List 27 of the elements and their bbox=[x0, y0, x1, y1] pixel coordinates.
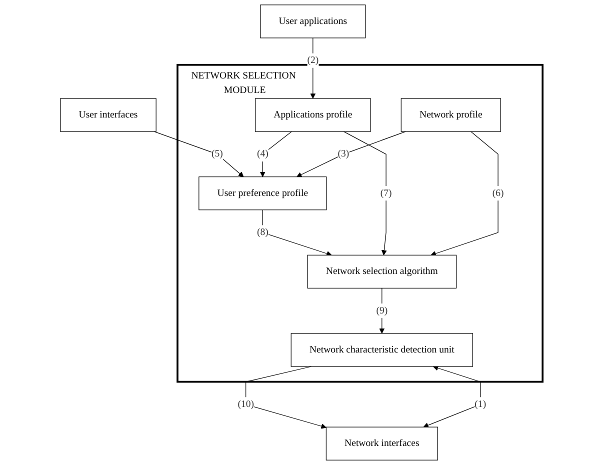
node-box: Network selection algorithm bbox=[307, 254, 457, 288]
node-box: Network interfaces bbox=[326, 426, 438, 460]
edge-label: (1) bbox=[474, 398, 486, 410]
edge-label: (6) bbox=[492, 188, 504, 198]
edge-label: (4) bbox=[256, 148, 268, 160]
edge-label: (7) bbox=[380, 188, 392, 198]
arrow bbox=[310, 38, 316, 99]
edge-label: (3) bbox=[338, 148, 350, 160]
arrow bbox=[430, 131, 498, 256]
arrow bbox=[262, 210, 332, 256]
node-box: Network profile bbox=[400, 98, 501, 132]
node-box: User preference profile bbox=[198, 176, 327, 210]
arrow bbox=[379, 288, 385, 334]
arrow bbox=[154, 131, 244, 178]
node-box: User applications bbox=[260, 4, 366, 38]
edge-label: (2) bbox=[307, 55, 319, 66]
node-box: Network characteristic detection unit bbox=[290, 333, 474, 367]
node-box: Applications profile bbox=[254, 98, 371, 132]
node-box: User interfaces bbox=[60, 98, 156, 132]
edge-label: (10) bbox=[238, 398, 254, 410]
arrow bbox=[296, 131, 406, 178]
arrow bbox=[343, 131, 387, 256]
arrow bbox=[423, 366, 481, 428]
edge-label: (5) bbox=[212, 148, 223, 160]
edge-label: (9) bbox=[376, 305, 388, 316]
edge-label: (8) bbox=[256, 226, 268, 238]
arrow bbox=[260, 131, 292, 178]
